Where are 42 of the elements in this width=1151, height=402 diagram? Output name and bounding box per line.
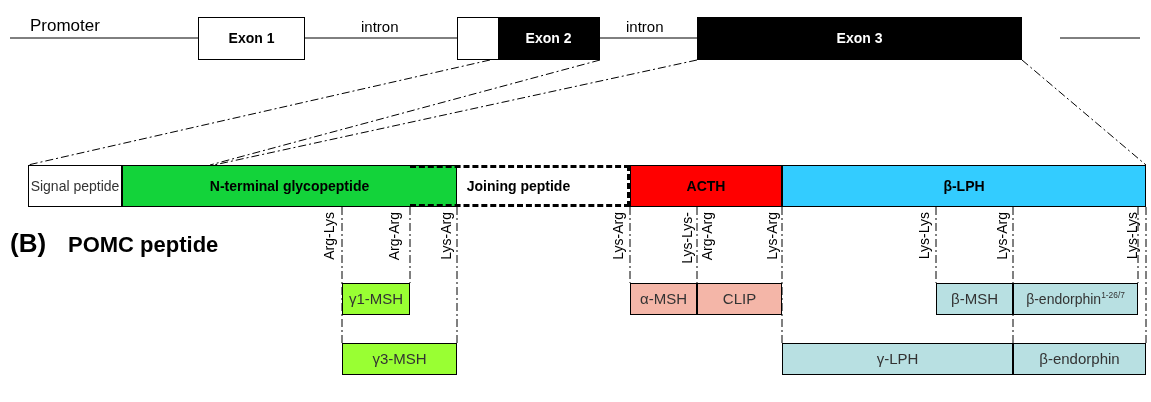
peptide-segment: Signal peptide: [28, 165, 122, 207]
projection-line: [209, 59, 601, 166]
cleavage-site-label: Lys-Arg: [765, 212, 779, 260]
exon-box: Exon 2: [457, 17, 600, 60]
panel-label: (B): [10, 228, 47, 259]
peptide-product-box: β-MSH: [936, 283, 1013, 315]
cleavage-site-label: Arg-Lys: [322, 212, 336, 260]
cleavage-site-label: Lys-Arg: [611, 212, 625, 260]
cleavage-site-line: [1137, 206, 1139, 284]
cleavage-site-label: Lys-Arg: [995, 212, 1009, 260]
panel-title: POMC peptide: [68, 232, 219, 258]
peptide-product-box: γ3-MSH: [342, 343, 457, 375]
cleavage-site-line: [1145, 206, 1147, 344]
peptide-product-box: α-MSH: [630, 283, 697, 315]
peptide-segment: N-terminal glycopeptide: [122, 165, 457, 207]
cleavage-site-label: Lys-Arg: [439, 212, 453, 260]
cleavage-site-line: [781, 206, 783, 344]
peptide-segment: ACTH: [630, 165, 782, 207]
cleavage-site-label: Lys-Lys-: [680, 212, 694, 264]
cleavage-site-label: Lys-Lys: [1125, 212, 1139, 260]
peptide-product-box: γ-LPH: [782, 343, 1013, 375]
peptide-product-box: β-endorphin$^{1-26/7}$: [1013, 283, 1138, 315]
cleavage-site-label: Lys-Lys: [917, 212, 931, 260]
gene-label: intron: [361, 18, 399, 35]
cleavage-site-line: [629, 206, 631, 284]
peptide-product-box: γ1-MSH: [342, 283, 410, 315]
exon-box: Exon 1: [198, 17, 305, 60]
gene-label: intron: [626, 18, 664, 35]
peptide-product-box: CLIP: [697, 283, 782, 315]
peptide-segment: β-LPH: [782, 165, 1146, 207]
exon-box: Exon 3: [697, 17, 1022, 60]
cleavage-site-line: [409, 206, 411, 284]
peptide-product-box: β-endorphin: [1013, 343, 1146, 375]
cleavage-site-label: Arg-Arg: [700, 212, 714, 261]
cleavage-site-line: [341, 206, 343, 344]
cleavage-site-label: Arg-Arg: [387, 212, 401, 261]
cleavage-site-line: [935, 206, 937, 284]
cleavage-site-line: [456, 206, 458, 344]
gene-label: Promoter: [30, 16, 100, 36]
projection-line: [213, 59, 698, 166]
projection-line: [27, 59, 491, 166]
projection-line: [1021, 59, 1147, 166]
